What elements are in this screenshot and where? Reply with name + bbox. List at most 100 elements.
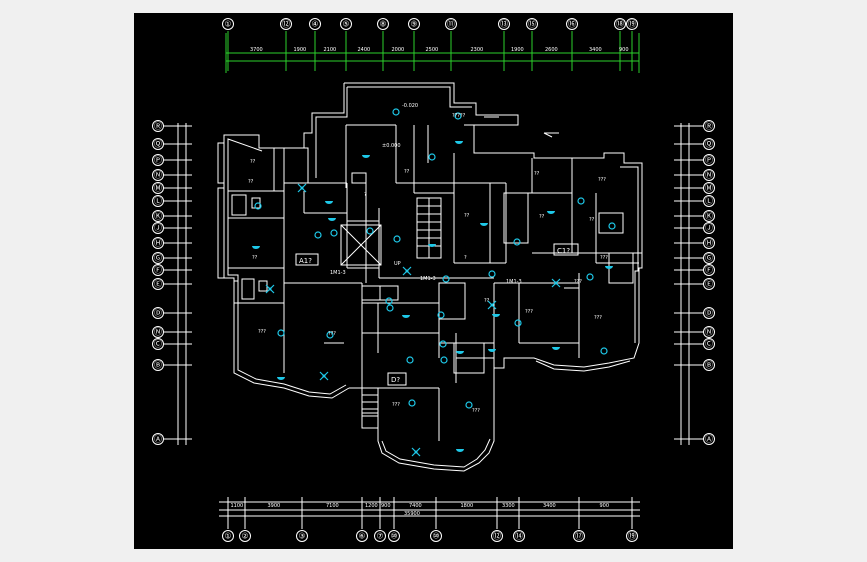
ceiling-lamp-icon xyxy=(277,377,285,380)
top-dim-value: 2400 xyxy=(358,47,371,53)
right-axis-3: Ⓝ xyxy=(703,169,715,181)
ceiling-lamp-icon xyxy=(314,231,322,239)
left-axis-8: Ⓗ xyxy=(152,237,164,249)
top-axis-8-label: ⑮ xyxy=(528,20,536,29)
right-axis-10: Ⓕ xyxy=(703,264,715,276)
bottom-dim-value: 900 xyxy=(600,503,610,509)
ceiling-lamp-icon xyxy=(454,112,462,120)
left-axis-4: Ⓜ xyxy=(152,182,164,194)
bottom-axis-2: ③ xyxy=(296,530,308,542)
left-axis-11: Ⓔ xyxy=(152,278,164,290)
bottom-axis-2-label: ③ xyxy=(298,532,305,541)
bottom-axis-1-label: ② xyxy=(241,532,248,541)
right-axis-12: Ⓓ xyxy=(703,307,715,319)
left-axis-6: Ⓚ xyxy=(152,210,164,222)
level-center: ±0.000 xyxy=(382,143,401,149)
top-axis-0-circle xyxy=(222,18,234,30)
right-axis-7-label: Ⓙ xyxy=(705,224,713,233)
right-axis-13: Ⓝ xyxy=(703,326,715,338)
elevator-shaft xyxy=(340,224,382,266)
ceiling-lamp-icon xyxy=(330,229,338,237)
ceiling-lamp-icon xyxy=(326,331,334,339)
right-axis-12-circle xyxy=(703,307,715,319)
bottom-axis-3: ⑥ xyxy=(356,530,368,542)
bottom-axis-0-label: ① xyxy=(224,532,231,541)
left-axis-5: Ⓛ xyxy=(152,195,164,207)
unit-label-d: D? xyxy=(391,376,400,384)
right-axis-15-label: Ⓑ xyxy=(705,361,713,370)
top-axis-1-label: ⑫ xyxy=(282,20,290,29)
right-axis-15: Ⓑ xyxy=(703,359,715,371)
left-axis-3-label: Ⓝ xyxy=(154,171,162,180)
right-axis-0-label: Ⓡ xyxy=(705,122,713,131)
room-label: ??? xyxy=(392,402,400,408)
bottom-axis-8: ⑭ xyxy=(513,530,525,542)
left-axis-14: Ⓒ xyxy=(152,338,164,350)
top-axis-2-circle xyxy=(309,18,321,30)
bottom-dim-value: 1200 xyxy=(365,503,378,509)
ceiling-lamp-icon xyxy=(277,329,285,337)
right-axis-15-circle xyxy=(703,359,715,371)
ceiling-lamp-icon xyxy=(402,315,410,318)
ceiling-lamp-icon xyxy=(392,108,400,116)
ceiling-lamp-icon xyxy=(488,270,496,278)
top-axis-6: ⑪ xyxy=(445,18,457,30)
right-axis-5-label: Ⓛ xyxy=(705,197,713,206)
left-axis-15-label: Ⓑ xyxy=(154,361,162,370)
top-axis-10: ⑱ xyxy=(614,18,626,30)
room-label: ??? xyxy=(525,309,533,315)
bottom-axis-1-circle xyxy=(239,530,251,542)
bottom-axis-4-label: ⑦ xyxy=(376,532,383,541)
room-labels: ????????????????????????????????????????… xyxy=(248,113,608,414)
left-axis-7-circle xyxy=(152,222,164,234)
right-axis-11: Ⓔ xyxy=(703,278,715,290)
left-axis-14-label: Ⓒ xyxy=(154,340,162,349)
top-axis-7: ⑬ xyxy=(498,18,510,30)
level-top: -0.020 xyxy=(402,103,418,109)
left-axis-8-circle xyxy=(152,237,164,249)
bottom-axis-4-circle xyxy=(374,530,386,542)
ceiling-lamp-icon xyxy=(605,266,613,269)
right-axis-10-label: Ⓕ xyxy=(705,266,713,275)
bathroom-fixtures xyxy=(231,147,634,374)
room-label: ?? xyxy=(252,255,258,261)
room-label: ??? xyxy=(594,315,602,321)
top-axis-0-label: ① xyxy=(224,20,231,29)
top-axis-1: ⑫ xyxy=(280,18,292,30)
top-axis-11: ⑲ xyxy=(626,18,638,30)
left-axis-7-label: Ⓙ xyxy=(154,224,162,233)
bottom-axis-10-label: ⑲ xyxy=(628,532,636,541)
room-label: ??? xyxy=(600,255,608,261)
bottom-axis-0: ① xyxy=(222,530,234,542)
bottom-axis-9-label: ⑰ xyxy=(575,532,583,541)
room-label: ?? xyxy=(534,171,540,177)
top-axis-11-label: ⑲ xyxy=(628,20,636,29)
exterior-walls xyxy=(217,82,643,472)
right-axis-3-label: Ⓝ xyxy=(705,171,713,180)
ceiling-lamp-icon xyxy=(252,246,260,249)
room-label: ? xyxy=(364,192,367,198)
top-axis-1-circle xyxy=(280,18,292,30)
bottom-axis-5: ⑩ xyxy=(388,530,400,542)
stair-label-3: 1M1-3 xyxy=(506,279,522,285)
room-label: ?? xyxy=(539,214,545,220)
left-axis-1-circle xyxy=(152,138,164,150)
right-axis-14-label: Ⓒ xyxy=(705,340,713,349)
right-axis-13-label: Ⓝ xyxy=(705,328,713,337)
bottom-axis-8-label: ⑭ xyxy=(515,532,523,541)
right-axis-16: Ⓐ xyxy=(703,433,715,445)
top-axis-6-circle xyxy=(445,18,457,30)
top-dim-value: 2300 xyxy=(471,47,484,53)
fan-lamp-icon xyxy=(487,300,497,310)
bottom-axis-3-label: ⑥ xyxy=(358,532,365,541)
room-label: ? xyxy=(464,255,467,261)
left-axis-15-circle xyxy=(152,359,164,371)
ceiling-lamp-icon xyxy=(325,201,333,204)
ceiling-lamp-icon xyxy=(437,311,445,319)
bottom-axis-0-circle xyxy=(222,530,234,542)
ceiling-lamp-icon xyxy=(328,218,336,221)
ceiling-lamp-icon xyxy=(386,304,394,312)
left-axis-9-label: Ⓖ xyxy=(154,254,162,263)
fan-lamp-icon xyxy=(402,266,412,276)
bottom-axis-4: ⑦ xyxy=(374,530,386,542)
